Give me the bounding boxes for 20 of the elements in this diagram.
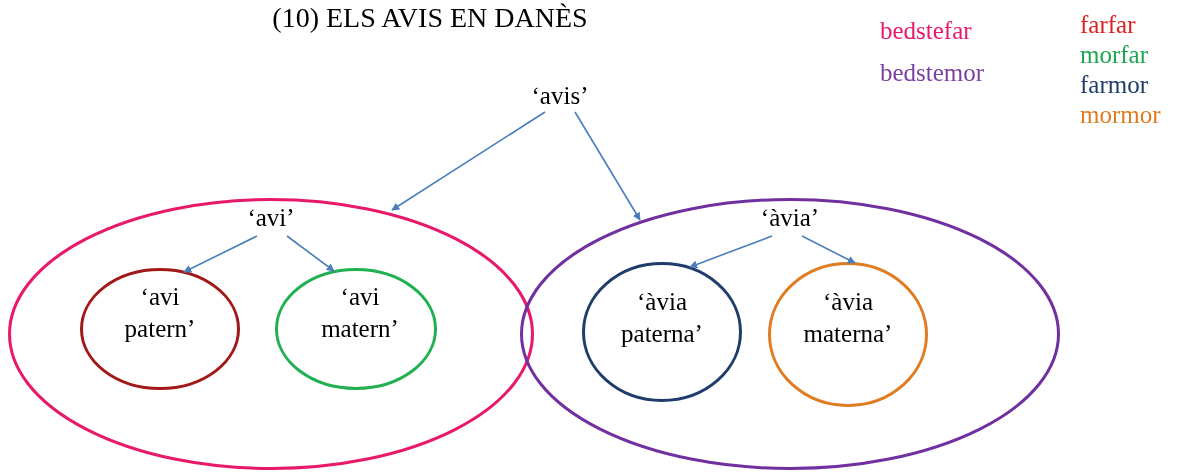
legend-text: morfar <box>1080 40 1149 70</box>
arrow <box>183 235 258 273</box>
arrow <box>801 235 856 264</box>
arrow <box>391 111 546 211</box>
arrow <box>574 111 641 221</box>
arrow <box>286 235 335 272</box>
node-label: ‘avi matern’ <box>320 282 400 344</box>
node-label: ‘àvia paterna’ <box>620 287 704 349</box>
legend-text: farmor <box>1080 70 1149 100</box>
node-label: ‘avi patern’ <box>123 282 197 344</box>
legend-text: bedstefar <box>880 16 972 46</box>
group-heading: ‘avi’ <box>246 203 296 233</box>
arrow <box>689 235 773 269</box>
legend-text: mormor <box>1080 100 1161 130</box>
legend-text: bedstemor <box>880 58 985 88</box>
group-heading: ‘àvia’ <box>759 203 821 233</box>
diagram-title: (10) ELS AVIS EN DANÈS <box>271 2 589 34</box>
node-label: ‘àvia materna’ <box>802 287 894 349</box>
node-label: ‘avis’ <box>530 81 590 111</box>
legend-text: farfar <box>1080 10 1136 40</box>
